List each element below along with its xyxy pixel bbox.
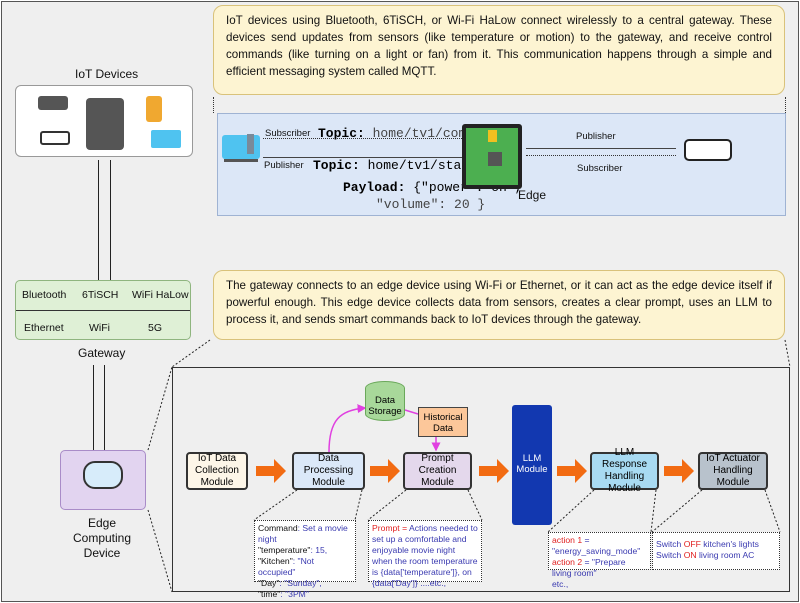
topic-label: Topic: [318, 126, 365, 141]
iot-devices-box [15, 85, 193, 157]
actuator-detail: Switch OFF kitchen's lights Switch ON li… [652, 532, 780, 570]
tv-icon [151, 130, 181, 148]
iot-actuator-handling-module: IoT Actuator Handling Module [698, 452, 768, 490]
response-detail: action 1 = "energy_saving_mode" action 2… [548, 532, 651, 589]
protocol-6tisch: 6TiSCH [82, 289, 119, 301]
action-key: action 1 [552, 535, 583, 545]
tv-stand-icon [224, 159, 258, 162]
storage-link [328, 404, 367, 453]
coffee-machine-icon [86, 98, 124, 150]
tv-panel-icon [247, 134, 254, 154]
air-conditioner-icon [684, 139, 732, 161]
cmd-verb: Switch [656, 550, 684, 560]
publish-arrow [526, 148, 676, 149]
prompt-creation-module: Prompt Creation Module [403, 452, 472, 490]
flow-arrow [557, 459, 587, 483]
historical-data-note: Historical Data [418, 407, 468, 437]
downlink-arrow [110, 160, 111, 280]
action-value: = "Prepare living room" [552, 557, 626, 578]
gateway-box: Bluetooth 6TiSCH WiFi HaLow Ethernet WiF… [15, 280, 191, 340]
cmd-state: ON [683, 550, 697, 560]
llm-response-handling-module: LLM Response Handling Module [590, 447, 659, 494]
flow-arrow [256, 459, 286, 483]
historical-link [404, 409, 419, 415]
connector [213, 97, 214, 113]
command-arrow [263, 138, 488, 139]
edge-board-icon [462, 124, 522, 189]
prompt-text: Actions needed to set up a comfortable a… [372, 523, 478, 588]
publisher-label: Publisher [264, 160, 304, 171]
iot-devices-title: IoT Devices [75, 67, 139, 81]
detail-key: Command [258, 523, 298, 533]
data-processing-module: Data Processing Module [292, 452, 365, 490]
cmd-state: OFF [683, 539, 701, 549]
protocol-wifi-halow: WiFi HaLow [132, 289, 189, 301]
detail-key: "time" [258, 589, 281, 599]
iot-data-collection-module: IoT Data Collection Module [186, 452, 248, 490]
detail-value: : "Sunday", [279, 578, 322, 588]
uplink-arrow [98, 160, 99, 280]
subscriber-label: Subscriber [265, 128, 311, 139]
data-storage-cylinder: Data Storage [365, 381, 405, 421]
detail-value: : Set a movie night [258, 523, 348, 544]
top-note: IoT devices using Bluetooth, 6TiSCH, or … [213, 5, 785, 95]
publisher-label: Publisher [576, 131, 616, 142]
subscriber-label: Subscriber [577, 163, 623, 174]
edge-device-label: Edge Computing Device [72, 516, 132, 560]
topic-label: Topic: [313, 158, 360, 173]
ac-icon [40, 131, 70, 145]
protocol-5g: 5G [148, 322, 163, 334]
camera-icon [38, 96, 68, 110]
connector [785, 97, 786, 113]
subscribe-arrow [526, 155, 676, 156]
status-arrow [263, 157, 488, 158]
topic-status: home/tv1/status [367, 158, 485, 173]
cmd-target: kitchen's lights [700, 539, 759, 549]
detail-value: : 15, [310, 545, 328, 555]
prompt-key: Prompt = [372, 523, 408, 533]
edge-uplink-arrow [93, 365, 94, 450]
edge-label: Edge [518, 188, 547, 202]
edge-computing-icon [60, 450, 146, 510]
cmd-verb: Switch [656, 539, 684, 549]
action-key: action 2 [552, 557, 583, 567]
processing-detail: Command: Set a movie night "temperature"… [254, 520, 356, 599]
detail-key: "Kitchen" [258, 556, 293, 566]
payload-line2: "volume": 20 } [376, 197, 486, 212]
prompt-detail: Prompt = Actions needed to set up a comf… [368, 520, 482, 588]
llm-module: LLM Module [512, 405, 552, 525]
middle-note: The gateway connects to an edge device u… [213, 270, 785, 340]
detail-value: : "Not occupied" [258, 556, 314, 577]
protocol-bluetooth: Bluetooth [22, 289, 67, 301]
detail-key: "Day" [258, 578, 280, 588]
action-value: = "energy_saving_mode" [552, 535, 641, 556]
detail-key: "temperature" [258, 545, 311, 555]
smart-lock-icon [146, 96, 162, 122]
edge-downlink-arrow [104, 365, 105, 450]
gateway-title: Gateway [78, 346, 126, 360]
flow-arrow [664, 459, 694, 483]
flow-arrow [370, 459, 400, 483]
protocol-wifi: WiFi [89, 322, 110, 334]
detail-value: : "3PM" [280, 589, 309, 599]
flow-arrow [479, 459, 509, 483]
action-etc: etc., [552, 579, 569, 589]
payload-label: Payload: [343, 180, 406, 195]
protocol-ethernet: Ethernet [24, 322, 64, 334]
cmd-target: living room AC [696, 550, 755, 560]
